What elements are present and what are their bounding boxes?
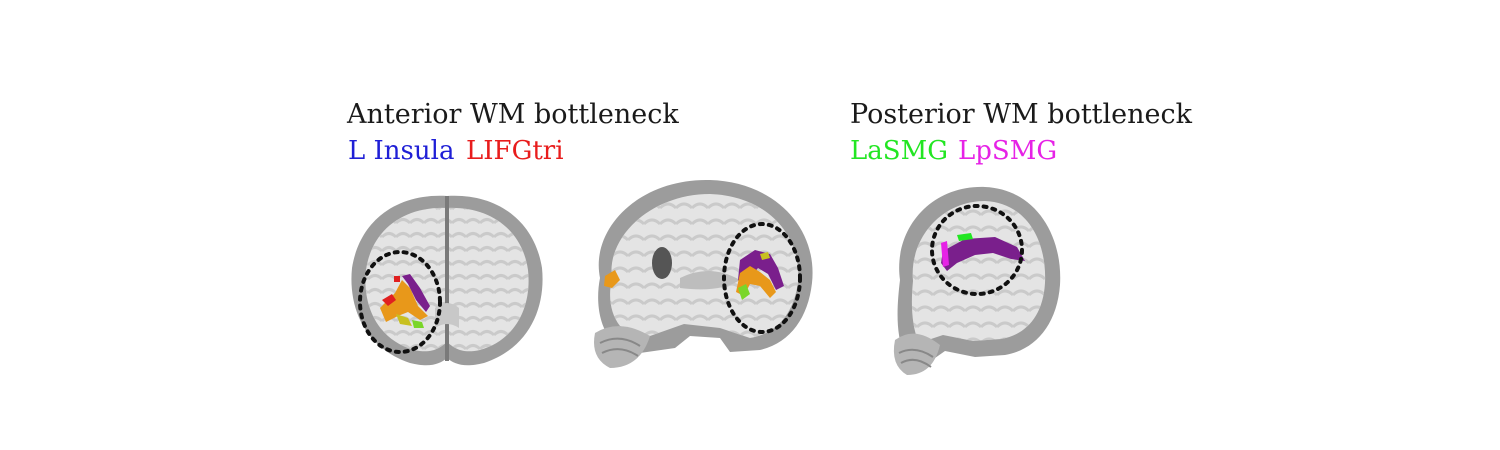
legend-l-insula: L Insula (348, 136, 455, 166)
legend-lifgtri: LIFGtri (466, 136, 564, 166)
sagittal-brain-slice-anterior (594, 179, 813, 368)
anterior-title: Anterior WM bottleneck (347, 99, 679, 130)
dotted-circle-coronal (358, 250, 442, 354)
legend-lpsmg: LpSMG (958, 136, 1058, 166)
posterior-title: Posterior WM bottleneck (850, 99, 1192, 130)
dotted-circle-sagittal-posterior (930, 204, 1024, 296)
tract-coronal (380, 274, 430, 328)
dotted-circle-sagittal-anterior (722, 222, 802, 334)
legend-lasmg: LaSMG (850, 136, 948, 166)
coronal-brain-slice (351, 195, 543, 366)
sagittal-brain-slice-posterior (893, 186, 1061, 375)
tract-sagittal-anterior (604, 250, 784, 300)
tract-sagittal-posterior (941, 233, 1025, 271)
